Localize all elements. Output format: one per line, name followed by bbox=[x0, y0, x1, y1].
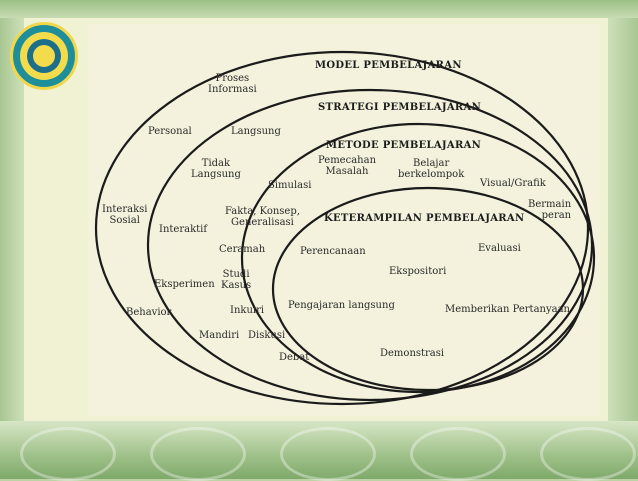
title-model-pembelajaran: MODEL PEMBELAJARAN bbox=[315, 60, 462, 71]
label-personal: Personal bbox=[148, 126, 192, 137]
label-eksperimen: Eksperimen bbox=[154, 279, 215, 290]
label-evaluasi: Evaluasi bbox=[478, 243, 521, 254]
label-visual-grafik: Visual/Grafik bbox=[480, 178, 546, 189]
label-ekspositori: Ekspositori bbox=[389, 266, 447, 277]
label-pengajaran-langsung: Pengajaran langsung bbox=[288, 300, 395, 311]
title-metode-pembelajaran: METODE PEMBELAJARAN bbox=[326, 140, 482, 151]
label-demonstrasi: Demonstrasi bbox=[380, 348, 445, 359]
top-decorative-band bbox=[0, 0, 638, 18]
ellipse-keterampilan bbox=[271, 186, 585, 392]
label-memberikan-pertanyaan: Memberikan Pertanyaan bbox=[445, 304, 570, 315]
label-behavior: Behavior bbox=[126, 307, 172, 318]
label-mandiri: Mandiri bbox=[199, 330, 240, 341]
ellipse-model bbox=[94, 50, 590, 406]
title-keterampilan-pembelajaran: KETERAMPILAN PEMBELAJARAN bbox=[324, 213, 525, 224]
ellipse-metode bbox=[240, 122, 596, 394]
left-decorative-border bbox=[0, 18, 24, 421]
institution-logo bbox=[10, 22, 78, 90]
label-interaktif: Interaktif bbox=[159, 224, 208, 235]
label-ceramah: Ceramah bbox=[219, 244, 266, 255]
label-debat: Debat bbox=[279, 352, 310, 363]
label-simulasi: Simulasi bbox=[268, 180, 312, 191]
label-inkuiri: Inkuiri bbox=[230, 305, 265, 316]
ellipse-strategi bbox=[146, 88, 594, 402]
label-diskusi: Diskusi bbox=[248, 330, 286, 341]
diagram-photo-background bbox=[88, 24, 600, 416]
label-fakta-konsep-generalisasi: Fakta, Konsep,Generalisasi bbox=[225, 206, 300, 228]
right-decorative-border bbox=[608, 18, 638, 421]
title-strategi-pembelajaran: STRATEGI PEMBELAJARAN bbox=[318, 102, 482, 113]
label-perencanaan: Perencanaan bbox=[300, 246, 366, 257]
bottom-decorative-band bbox=[0, 421, 638, 481]
label-langsung: Langsung bbox=[231, 126, 281, 137]
